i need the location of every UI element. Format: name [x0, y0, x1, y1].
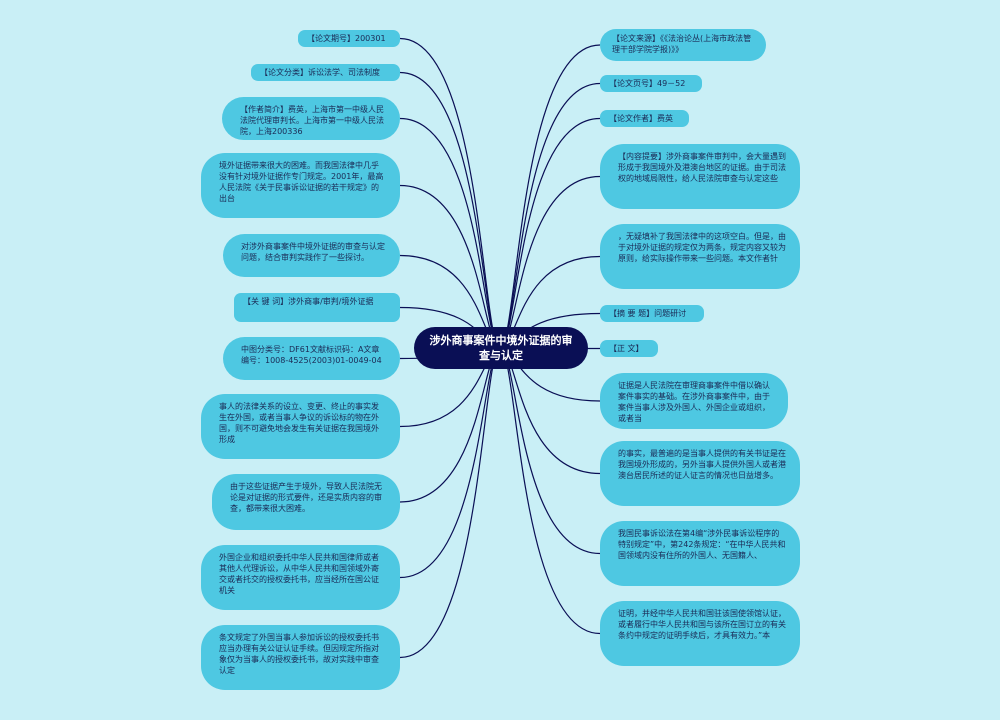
mindmap-node-left-6[interactable]: 【关 键 词】涉外商事/审判/境外证据 — [234, 293, 400, 322]
mindmap-link — [499, 44, 601, 349]
mindmap-node-left-11[interactable]: 条文规定了外国当事人参加诉讼的授权委托书应当办理有关公证认证手续。但因规定所指对… — [201, 625, 400, 690]
mindmap-node-right-5[interactable]: ，无疑填补了我国法律中的这项空白。但是，由于对境外证据的规定仅为两条，规定内容又… — [600, 224, 800, 289]
mindmap-node-right-3[interactable]: 【论文作者】费英 — [600, 110, 689, 127]
mindmap-node-right-10[interactable]: 我国民事诉讼法在第4编“涉外民事诉讼程序的特别规定”中，第242条规定：“在中华… — [600, 521, 800, 586]
mindmap-link — [399, 37, 501, 349]
mindmap-link — [499, 175, 601, 349]
mindmap-node-left-8[interactable]: 事人的法律关系的设立、变更、终止的事实发生在外国，或者当事人争议的诉讼标的物在外… — [201, 394, 400, 459]
mindmap-node-left-5[interactable]: 对涉外商事案件中境外证据的审查与认定问题，结合审判实践作了一些探讨。 — [223, 234, 400, 277]
mindmap-node-right-6[interactable]: 【摘 要 题】问题研讨 — [600, 305, 704, 322]
mindmap-link — [499, 347, 601, 635]
mindmap-link — [399, 184, 501, 349]
mindmap-node-right-9[interactable]: 的事实，最普遍的是当事人提供的有关书证是在我国境外形成的，另外当事人提供外国人或… — [600, 441, 800, 506]
mindmap-node-left-2[interactable]: 【论文分类】诉讼法学、司法制度 — [251, 64, 400, 81]
mindmap-node-right-1[interactable]: 【论文来源】《《法治论丛(上海市政法管理干部学院学报)》》 — [600, 29, 766, 61]
mindmap-node-right-7[interactable]: 【正 文】 — [600, 340, 658, 357]
mindmap-link — [399, 117, 501, 349]
mindmap-central-topic[interactable]: 涉外商事案件中境外证据的审查与认定 — [414, 327, 588, 369]
mindmap-link — [399, 347, 501, 659]
mindmap-node-left-3[interactable]: 【作者简介】费英，上海市第一中级人民法院代理审判长。上海市第一中级人民法院，上海… — [222, 97, 400, 140]
mindmap-node-left-1[interactable]: 【论文期号】200301 — [298, 30, 400, 47]
mindmap-node-left-7[interactable]: 中图分类号：DF61文献标识码：A文章编号：1008-4525(2003)01-… — [223, 337, 400, 380]
mindmap-node-right-11[interactable]: 证明，并经中华人民共和国驻该国使领馆认证，或者履行中华人民共和国与该所在国订立的… — [600, 601, 800, 666]
mindmap-node-left-10[interactable]: 外国企业和组织委托中华人民共和国律师或者其他人代理诉讼，从中华人民共和国领域外寄… — [201, 545, 400, 610]
mindmap-node-right-2[interactable]: 【论文页号】49－52 — [600, 75, 702, 92]
mindmap-node-left-9[interactable]: 由于这些证据产生于境外，导致人民法院无论是对证据的形式要件，还是实质内容的审查，… — [212, 474, 400, 530]
mindmap-node-right-4[interactable]: 【内容提要】涉外商事案件审判中，会大量遇到形成于我国境外及港澳台地区的证据。由于… — [600, 144, 800, 209]
mindmap-node-left-4[interactable]: 境外证据带来很大的困难。而我国法律中几乎没有针对境外证据作专门规定。2001年，… — [201, 153, 400, 218]
mindmap-node-right-8[interactable]: 证据是人民法院在审理商事案件中借以确认案件事实的基础。在涉外商事案件中，由于案件… — [600, 373, 788, 429]
mindmap-link — [399, 347, 501, 579]
